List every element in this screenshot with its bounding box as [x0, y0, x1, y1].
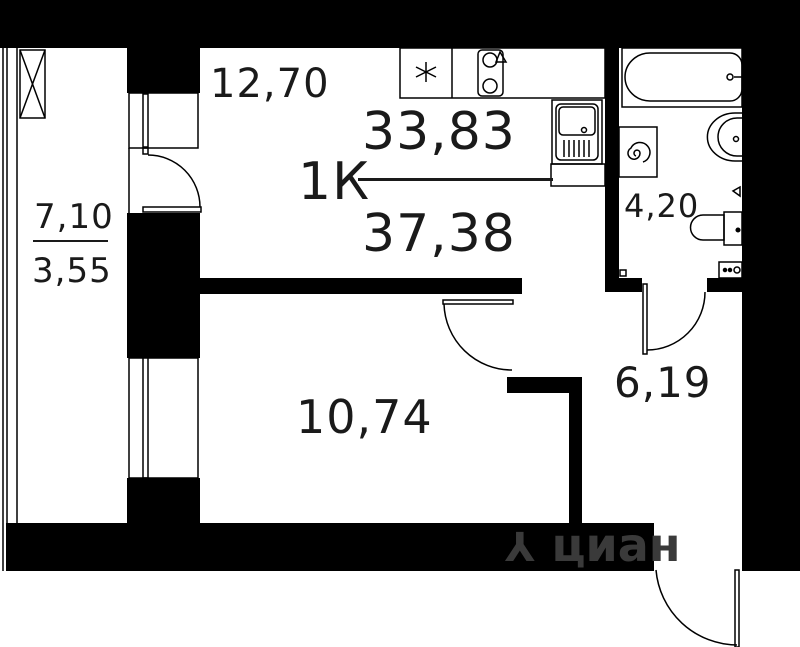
bedroom-hall-partition: [569, 377, 582, 527]
outer-wall-top: [0, 0, 800, 48]
outer-wall-bottom-right: [742, 523, 800, 571]
watermark-mark-icon: ⅄: [505, 525, 536, 571]
kitchen-counter: [399, 47, 606, 99]
balcony-reduced-area-label: 3,55: [32, 251, 112, 291]
balcony-area-label: 7,10: [34, 197, 114, 237]
bathroom-wall-bottom-right: [707, 278, 747, 292]
balcony-door: [128, 147, 202, 213]
hob-icon: [477, 49, 508, 97]
meter-icon: [718, 261, 743, 279]
kitchen-window: [128, 92, 199, 149]
bedroom-area-label: 10,74: [296, 390, 433, 444]
kitchen-bedroom-partition: [200, 278, 522, 294]
washbasin-icon: [706, 112, 742, 162]
bathroom-wall-bottom-left: [605, 278, 642, 292]
outer-wall-right: [742, 0, 800, 566]
watermark-logo: ⅄ циан: [505, 522, 681, 568]
bathroom-wall-left: [605, 48, 619, 292]
bathroom-area-label: 4,20: [624, 187, 700, 225]
balcony-wall-segment-2: [127, 213, 200, 358]
balcony-divider-line: [33, 240, 108, 242]
balcony-wall-segment-3: [127, 478, 200, 528]
watermark-text: циан: [551, 518, 681, 572]
bathroom-door: [642, 283, 706, 355]
kitchen-sink-icon: [550, 99, 606, 187]
kitchen-area-label: 12,70: [210, 61, 330, 107]
living-area-label: 33,83: [362, 102, 516, 162]
balcony-wall-segment-1: [127, 48, 200, 93]
boiler-icon: [618, 126, 658, 178]
area-divider-line: [358, 178, 553, 181]
outer-wall-bottom-left: [6, 523, 654, 571]
stove-icon: [415, 62, 437, 82]
bedroom-hall-partition-stub: [507, 377, 582, 393]
hallway-area-label: 6,19: [614, 358, 712, 407]
total-area-label: 37,38: [362, 204, 516, 264]
bedroom-window: [128, 355, 199, 479]
balcony-glazing: [2, 48, 18, 571]
entrance-door: [655, 569, 740, 647]
ventilation-icon: [19, 49, 46, 119]
bathtub-icon: [621, 47, 743, 108]
bedroom-door: [442, 299, 514, 371]
riser-icon: [619, 269, 627, 277]
apartment-type-label: 1К: [298, 152, 371, 212]
